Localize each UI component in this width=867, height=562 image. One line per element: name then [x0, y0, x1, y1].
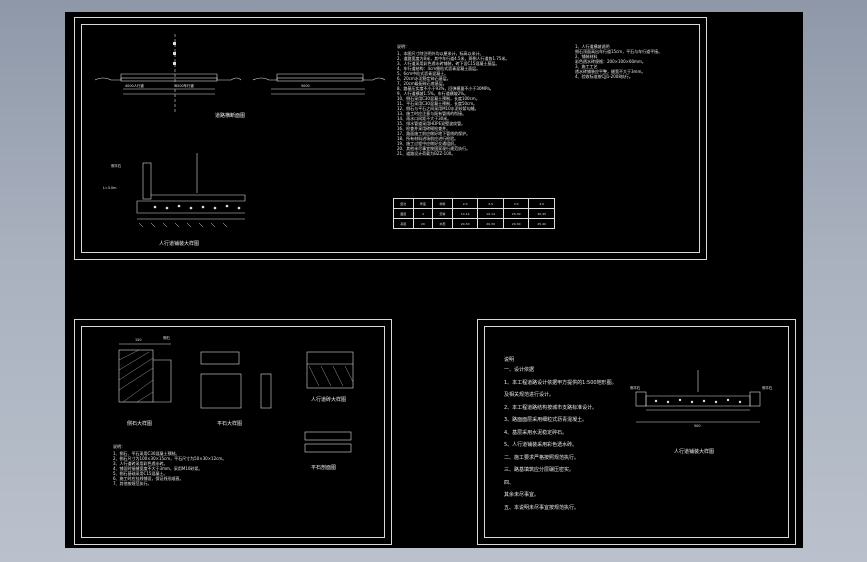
- note-line: 10、侧石采用C30混凝土预制，长度100cm。: [397, 96, 480, 101]
- note-line: 彩色透水砖规格：200×100×60mm。: [575, 59, 646, 64]
- sheet-2-frame: [81, 326, 385, 538]
- title-flat-detail: 平石大样图: [217, 421, 243, 427]
- note-line: 1、本工程道路设计依据甲方提供的1:500地形图。: [504, 379, 617, 386]
- title-tile-section: 平石剖面图: [311, 465, 337, 471]
- note-line: 17、路面施工前应做好地下管线的保护。: [397, 131, 471, 136]
- note-line: 侧石顶面高出车行道15cm，平石与车行道平接。: [575, 49, 663, 54]
- note-line: 其余未尽事宜。: [504, 492, 540, 498]
- notes-list: 1、本图尺寸除注明外均以厘米计，标高以米计。 2、道路宽度为8米，其中车行道4.…: [397, 51, 557, 156]
- sheet2-notes-title: 说明：: [113, 444, 125, 449]
- note-line: 12、侧石与平石之间采用M10水泥砂浆勾缝。: [397, 106, 479, 111]
- drawing-sheet-3[interactable]: 说明 一、设计依据 1、本工程道路设计依据甲方提供的1:500地形图。 及相关规…: [477, 319, 796, 545]
- note-line: 1、本图尺寸除注明外均以厘米计，标高以米计。: [397, 51, 484, 56]
- title-street-section: 道路横断面图: [215, 113, 246, 119]
- note-line: 4、车行道结构：4cm细粒式沥青混凝土面层。: [397, 66, 481, 71]
- note-line: 五、本说明未尽事宜按规范执行。: [504, 504, 580, 511]
- note-line: 二、施工要求严格按照规范执行。: [504, 454, 580, 461]
- note-line: 5、人行道铺装采用彩色透水砖。: [504, 442, 578, 448]
- note-line: 5、侧石基础采用C15混凝土。: [113, 471, 168, 476]
- label-lanes: L=3.0m: [103, 186, 117, 190]
- note-line: 透水砖铺装应平整，缝宽不大于3mm。: [575, 69, 646, 74]
- street-cross-section: [94, 34, 386, 112]
- note-line: 19、施工过程中应做好交通组织。: [397, 141, 459, 146]
- notes-right-list: 1、人行道横坡说明 侧石顶面高出车行道15cm，平石与车行道平接。 2、铺装材料…: [575, 44, 700, 79]
- drawing-sheet-2[interactable]: 150 侧石 侧石大样图 平石大样图 人行道砖大样图: [74, 319, 392, 545]
- note-line: 3、人行道砖采用彩色透水砖。: [113, 461, 168, 466]
- note-line: 四、: [504, 479, 515, 486]
- label-sidewalk-width: 4000人行道: [125, 84, 144, 88]
- note-line: 21、道路设计荷载为BZZ-100。: [397, 151, 456, 156]
- note-line: 4、验收标准按CJJ1-2008执行。: [575, 74, 633, 79]
- note-line: 7、20cm级配碎石底基层。: [397, 81, 447, 86]
- note-line: 18、所有材料进场前应进行检验。: [397, 136, 459, 141]
- label-curb-mark: 侧石: [163, 336, 170, 340]
- note-line: 6、施工时应挂线铺设，保证线形顺直。: [113, 476, 184, 481]
- note-line: 13、施工时应注意与既有管线的衔接。: [397, 111, 467, 116]
- curb-detail: [118, 343, 172, 403]
- note-line: 3、施工工艺: [575, 64, 598, 69]
- note-line: 11、平石采用C30混凝土预制，长度50cm。: [397, 101, 478, 106]
- flat-stone-detail: [200, 351, 272, 409]
- note-line: 1、人行道横坡说明: [575, 44, 610, 49]
- material-table: 层次 厚度 材料 2.0 2.5 3.0 4.0 面层 4 沥青 10-14 1…: [393, 198, 555, 229]
- note-line: 3、人行道采用彩色透水砖铺装，砖下设C15混凝土基层。: [397, 61, 500, 66]
- title-curb-detail: 侧石大样图: [127, 421, 153, 427]
- note-line: 7、其他按规范执行。: [113, 481, 152, 486]
- pavement-detail: [136, 153, 246, 228]
- note-line: 5、6cm中粒式沥青混凝土。: [397, 71, 449, 76]
- sheet-1-frame: [81, 24, 700, 253]
- label-curb: 侧平石: [111, 164, 122, 168]
- note-line: 3、路面面层采用细粒式沥青混凝土。: [504, 417, 588, 423]
- title-pavement-detail: 人行道铺装大样图: [159, 241, 200, 247]
- cad-canvas[interactable]: 4000人行道 4500车行道 5000 道路横断面图: [65, 12, 803, 548]
- label-curb-width: 150: [135, 338, 142, 342]
- note-line: 16、检查井采用砖砌检查井。: [397, 126, 451, 131]
- note-line: 6、20cm水泥稳定碎石基层。: [397, 76, 451, 81]
- sidewalk-paving-detail: [635, 370, 761, 423]
- paver-detail: [306, 351, 354, 389]
- note-line: 2、侧石尺寸为100×30×15cm，平石尺寸为50×30×12cm。: [113, 456, 227, 461]
- note-line: 8、路基压实度不小于93%，回弹模量不小于30MPa。: [397, 86, 494, 91]
- tile-section: [304, 431, 352, 453]
- table-row: 面层 4 沥青 10-14 10-14 20-30 30-45: [393, 208, 555, 219]
- note-line: 14、雨水口间距不大于30米。: [397, 116, 452, 121]
- sheet2-notes-list: 1、侧石、平石采用C30混凝土预制。 2、侧石尺寸为100×30×15cm，平石…: [113, 451, 243, 486]
- label-right-width: 5000: [301, 84, 310, 88]
- note-line: 三、路基填筑应分层碾压密实。: [504, 467, 575, 473]
- table-row: 基层 20 水稳 20-30 20-30 20-30 25-40: [393, 218, 555, 229]
- note-line: 2、本工程道路结构按城市支路标准设计。: [504, 404, 598, 411]
- sheet-3-frame: [484, 326, 789, 538]
- sheet3-notes-list: 一、设计依据 1、本工程道路设计依据甲方提供的1:500地形图。 及相关规范进行…: [504, 366, 634, 516]
- drawing-sheet-1[interactable]: 4000人行道 4500车行道 5000 道路横断面图: [74, 17, 707, 260]
- sheet3-notes-title: 说明: [504, 357, 515, 363]
- note-line: 及相关规范进行设计。: [504, 392, 555, 398]
- note-line: 4、铺设时接缝宽度不大于3mm，采用M10砂浆。: [113, 466, 203, 471]
- title-paver-detail: 人行道砖大样图: [311, 397, 347, 403]
- table-row: 层次 厚度 材料 2.0 2.5 3.0 4.0: [393, 198, 555, 209]
- note-line: 9、人行道横坡1.5%，车行道横坡2%。: [397, 91, 469, 96]
- note-line: 1、侧石、平石采用C30混凝土预制。: [113, 451, 180, 456]
- label-carriage-width: 4500车行道: [175, 84, 194, 88]
- note-line: 20、其他未尽事宜按国家现行规范执行。: [397, 146, 471, 151]
- note-line: 2、铺装材料: [575, 54, 598, 59]
- note-line: 一、设计依据: [504, 367, 535, 373]
- note-line: 15、排水管道采用HDPE双壁波纹管。: [397, 121, 466, 126]
- label-curb-left: 侧平石: [630, 386, 641, 390]
- label-dim: 500: [694, 424, 701, 428]
- title-sidewalk-detail: 人行道铺装大样图: [674, 449, 715, 455]
- label-curb-right: 侧平石: [762, 386, 773, 390]
- note-line: 4、基层采用水泥稳定碎石。: [504, 429, 568, 436]
- note-line: 2、道路宽度为8米，其中车行道4.5米，两侧人行道各1.75米。: [397, 56, 510, 61]
- notes-title: 说明：: [397, 44, 409, 49]
